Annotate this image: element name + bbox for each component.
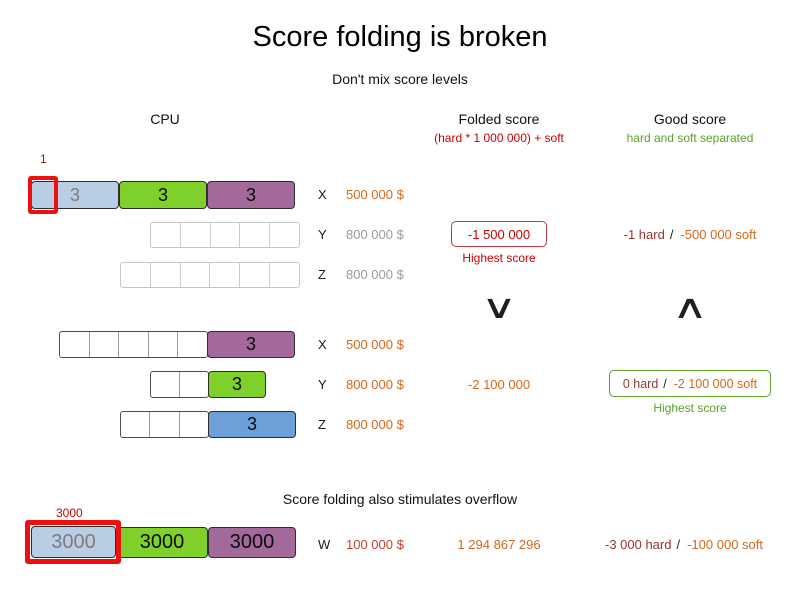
- soft-score: -100 000 soft: [687, 537, 763, 552]
- capacity-cell: [60, 332, 89, 357]
- folded-score-value: 1 294 867 296: [457, 537, 541, 552]
- cpu-capacity-cells: [150, 222, 300, 248]
- cpu-label: X: [318, 337, 327, 352]
- capacity-cell: [209, 263, 239, 287]
- cpu-label: X: [318, 187, 327, 202]
- process-block: 3000: [116, 527, 208, 558]
- cpu-cost: 800 000 $: [346, 227, 404, 242]
- soft-score: -2 100 000 soft: [673, 376, 758, 391]
- cpu-cost: 800 000 $: [346, 267, 404, 282]
- cpu-capacity-cells: [150, 371, 209, 398]
- good-score-formula: hard and soft separated: [626, 131, 754, 145]
- cpu-label: Y: [318, 227, 327, 242]
- good-score-header: Good score: [653, 111, 727, 127]
- good-score-line: -3 000 hard / -100 000 soft: [576, 537, 792, 552]
- overflow-highlight-frame: [28, 176, 58, 214]
- folded-score-box: -1 500 000: [451, 221, 547, 247]
- process-block: 3: [119, 181, 207, 209]
- capacity-cell: [239, 223, 269, 247]
- capacity-cell: [179, 372, 208, 397]
- capacity-cell: [178, 412, 208, 437]
- score-separator: /: [676, 537, 681, 552]
- cpu-cost: 100 000 $: [346, 537, 404, 552]
- cpu-cost: 500 000 $: [346, 187, 404, 202]
- cpu-cost: 800 000 $: [346, 417, 404, 432]
- capacity-cell: [269, 223, 299, 247]
- hard-score: 0 hard: [622, 376, 659, 391]
- capacity-cell: [239, 263, 269, 287]
- overflow-marker: 3000: [56, 506, 83, 520]
- cpu-label: Z: [318, 267, 326, 282]
- capacity-cell: [177, 332, 207, 357]
- worse-than-symbol: ∨: [480, 288, 518, 325]
- capacity-cell: [149, 263, 180, 287]
- cpu-cost: 800 000 $: [346, 377, 404, 392]
- capacity-cell: [88, 332, 119, 357]
- hard-score: -3 000 hard: [604, 537, 672, 552]
- capacity-cell: [147, 332, 178, 357]
- page-title: Score folding is broken: [252, 21, 548, 53]
- capacity-cell: [179, 223, 210, 247]
- overflow-marker: 1: [40, 152, 47, 166]
- highest-score-caption: Highest score: [653, 401, 727, 415]
- cpu-label: W: [318, 537, 331, 552]
- score-separator: /: [663, 376, 667, 391]
- folded-score-header: Folded score: [458, 111, 540, 127]
- overflow-subtitle: Score folding also stimulates overflow: [282, 491, 518, 507]
- process-block: 3000: [31, 526, 116, 558]
- cpu-capacity-cells: [120, 411, 209, 438]
- folded-score-value: -2 100 000: [467, 377, 531, 392]
- cpu-column-header: CPU: [150, 111, 180, 127]
- capacity-cell: [121, 263, 150, 287]
- process-block: 3000: [208, 527, 296, 558]
- soft-score: -500 000 soft: [680, 227, 757, 242]
- process-block: 3: [208, 411, 296, 438]
- capacity-cell: [121, 412, 149, 437]
- cpu-label: Y: [318, 377, 327, 392]
- score-separator: /: [669, 227, 674, 242]
- cpu-cost: 500 000 $: [346, 337, 404, 352]
- process-block: 3: [208, 371, 266, 398]
- overflow-highlight-frame: [25, 520, 121, 564]
- better-than-symbol: ∧: [671, 288, 709, 325]
- capacity-cell: [269, 263, 299, 287]
- highest-score-caption: Highest score: [462, 251, 536, 265]
- capacity-cell: [209, 223, 240, 247]
- good-score-box: 0 hard / -2 100 000 soft: [609, 370, 771, 397]
- capacity-cell: [151, 372, 179, 397]
- good-score-line: -1 hard / -500 000 soft: [588, 227, 792, 242]
- capacity-cell: [149, 412, 178, 437]
- process-block: 3: [207, 331, 295, 358]
- hard-score: -1 hard: [623, 227, 665, 242]
- process-block: 3: [207, 181, 295, 209]
- cpu-label: Z: [318, 417, 326, 432]
- cpu-capacity-cells: [59, 331, 208, 358]
- page-subtitle: Don't mix score levels: [332, 71, 468, 87]
- cpu-capacity-cells: [120, 262, 300, 288]
- folded-score-formula: (hard * 1 000 000) + soft: [434, 131, 564, 145]
- capacity-cell: [179, 263, 210, 287]
- process-block: 3: [31, 181, 119, 209]
- capacity-cell: [151, 223, 180, 247]
- capacity-cell: [118, 332, 148, 357]
